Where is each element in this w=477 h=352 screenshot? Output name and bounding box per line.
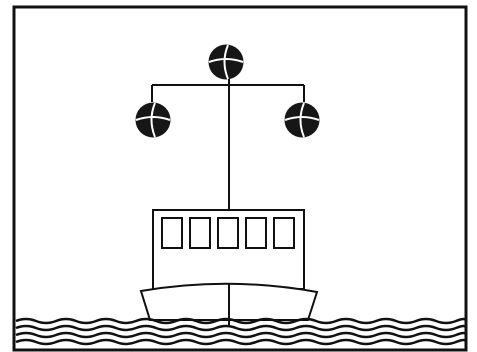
- window: [246, 218, 266, 248]
- ball-icon: [285, 103, 320, 138]
- ball-icon: [209, 45, 244, 80]
- window: [162, 218, 182, 248]
- window: [218, 218, 238, 248]
- deckhouse-windows: [162, 218, 294, 248]
- window: [190, 218, 210, 248]
- ball-icon: [136, 103, 171, 138]
- ship-icon: [141, 210, 317, 320]
- window: [274, 218, 294, 248]
